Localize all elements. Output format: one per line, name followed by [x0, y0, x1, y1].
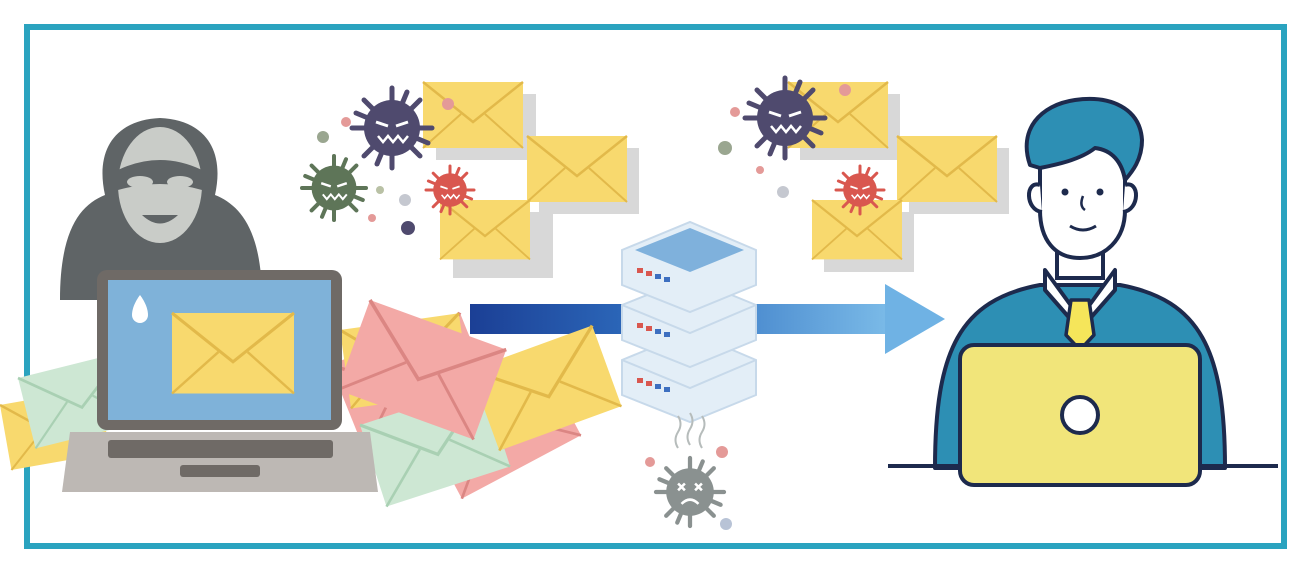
envelope-icon: [810, 198, 904, 261]
user-laptop-icon: [958, 343, 1202, 487]
envelope-icon: [468, 323, 624, 453]
virus-icon: [745, 78, 825, 158]
virus-icon: [302, 156, 366, 220]
virus-icon: [834, 164, 886, 216]
hacker-icon: [60, 118, 262, 300]
envelope-icon: [895, 134, 999, 204]
envelope-icon: [438, 198, 532, 261]
drop-icon: [132, 295, 148, 323]
defeated-virus-icon: [645, 412, 732, 530]
frame-border: [24, 24, 1287, 549]
envelope-icon: [421, 80, 525, 150]
envelope-icon: [170, 311, 296, 396]
virus-icon: [352, 88, 432, 168]
infected-mail-left: [302, 80, 639, 278]
infected-mail-right: [718, 78, 1009, 272]
virus-icon: [424, 164, 476, 216]
envelope-icon: [525, 134, 629, 204]
mail-server-icon: [621, 220, 757, 424]
attacker-laptop-icon: [62, 270, 378, 492]
